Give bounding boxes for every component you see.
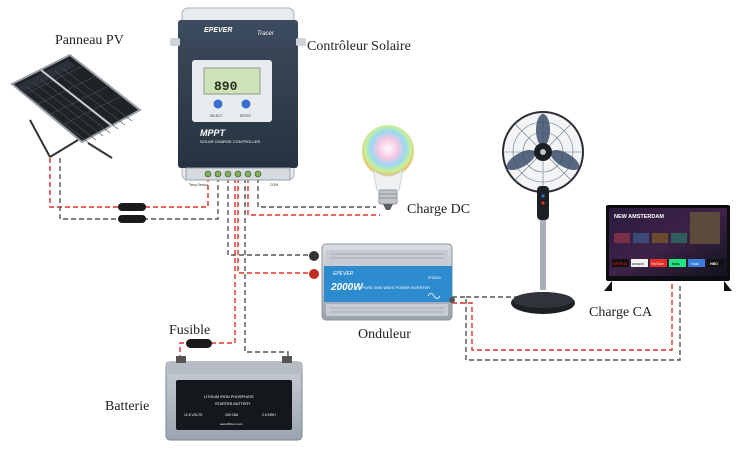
terminals [204, 170, 262, 178]
fuse [186, 339, 212, 348]
wire-inverter-positive [237, 178, 316, 274]
dc-load-bulb [362, 125, 414, 210]
pv-panel [10, 53, 142, 159]
tv-banner: NEW AMSTERDAM [614, 214, 664, 220]
label-dc-load: Charge DC [407, 202, 470, 217]
label-ac-load: Charge CA [589, 305, 653, 320]
ac-load-tv: NEW AMSTERDAM NETFLIX amazon YouTube hul… [604, 205, 732, 291]
battery-website: www.lithium.com [220, 422, 243, 426]
tv-app-2: amazon [632, 262, 644, 266]
controller-brand: EPEVER [204, 27, 232, 34]
tv-app-5: Vudu [691, 262, 699, 266]
tv-app-1: NETFLIX [613, 262, 628, 266]
battery-line2: STARTER BATTERY [215, 402, 251, 406]
controller-title: MPPT [200, 128, 227, 138]
lcd-readout: 890 [214, 79, 238, 94]
label-fuse: Fusible [169, 323, 210, 338]
inverter-power: 2000W [330, 282, 364, 293]
battery: LITHIUM IRON PHOSPHATE STARTER BATTERY 1… [165, 356, 303, 441]
select-label: SELECT [210, 114, 222, 118]
controller-model: Tracer [257, 31, 275, 37]
wire-battery-negative [244, 178, 289, 362]
temp-sensor-label: Temp Sensor [189, 183, 209, 187]
inverter-model: IP2000 [428, 275, 441, 280]
label-inverter: Onduleur [358, 327, 411, 342]
battery-energy: 2.6 KWH [262, 413, 276, 417]
ear-bracket [170, 38, 306, 46]
tv-app-4: hulu [672, 262, 680, 266]
wire-dc-load-positive [247, 178, 380, 216]
lcd-screen [203, 67, 261, 95]
labels: Panneau PV Contrôleur Solaire Charge DC … [55, 33, 653, 414]
sine-wave-icon [427, 293, 441, 299]
battery-line1: LITHIUM IRON PHOSPHATE [204, 395, 254, 399]
wire-dc-load-negative [257, 178, 376, 208]
solar-controller: EPEVER Tracer 890 SELECT ENTER MPPT SOLA… [170, 7, 306, 187]
wire-ac-positive [452, 283, 673, 351]
label-battery: Batterie [105, 399, 149, 414]
ac-load-fan [502, 111, 584, 314]
wire-ac-negative [452, 283, 681, 361]
inverter-description: PURE SINE WAVE POWER INVERTER [362, 286, 430, 290]
inverter-brand: EPEVER [333, 271, 354, 277]
label-controller: Contrôleur Solaire [307, 39, 411, 54]
inverter: EPEVER 2000W PURE SINE WAVE POWER INVERT… [309, 243, 455, 321]
label-pv-panel: Panneau PV [55, 33, 124, 48]
enter-button[interactable] [241, 99, 251, 109]
battery-capacity: 200 C5A [225, 413, 239, 417]
enter-label: ENTER [240, 114, 252, 118]
battery-label-panel [176, 380, 292, 430]
tv-app-6: HBO [710, 262, 718, 266]
tv-app-row: NETFLIX amazon YouTube hulu Vudu HBO [612, 259, 724, 267]
wire-inverter-negative [227, 178, 316, 256]
select-button[interactable] [213, 99, 223, 109]
inverter-terminals [309, 251, 455, 303]
mc4-connectors [118, 203, 146, 223]
battery-voltage: 12.8 VOLTS [184, 413, 203, 417]
inverter-label-panel [324, 266, 452, 302]
controller-subtitle: SOLAR CHARGE CONTROLLER [200, 139, 260, 144]
tv-app-3: YouTube [651, 262, 664, 266]
com-label: COM [270, 183, 278, 187]
